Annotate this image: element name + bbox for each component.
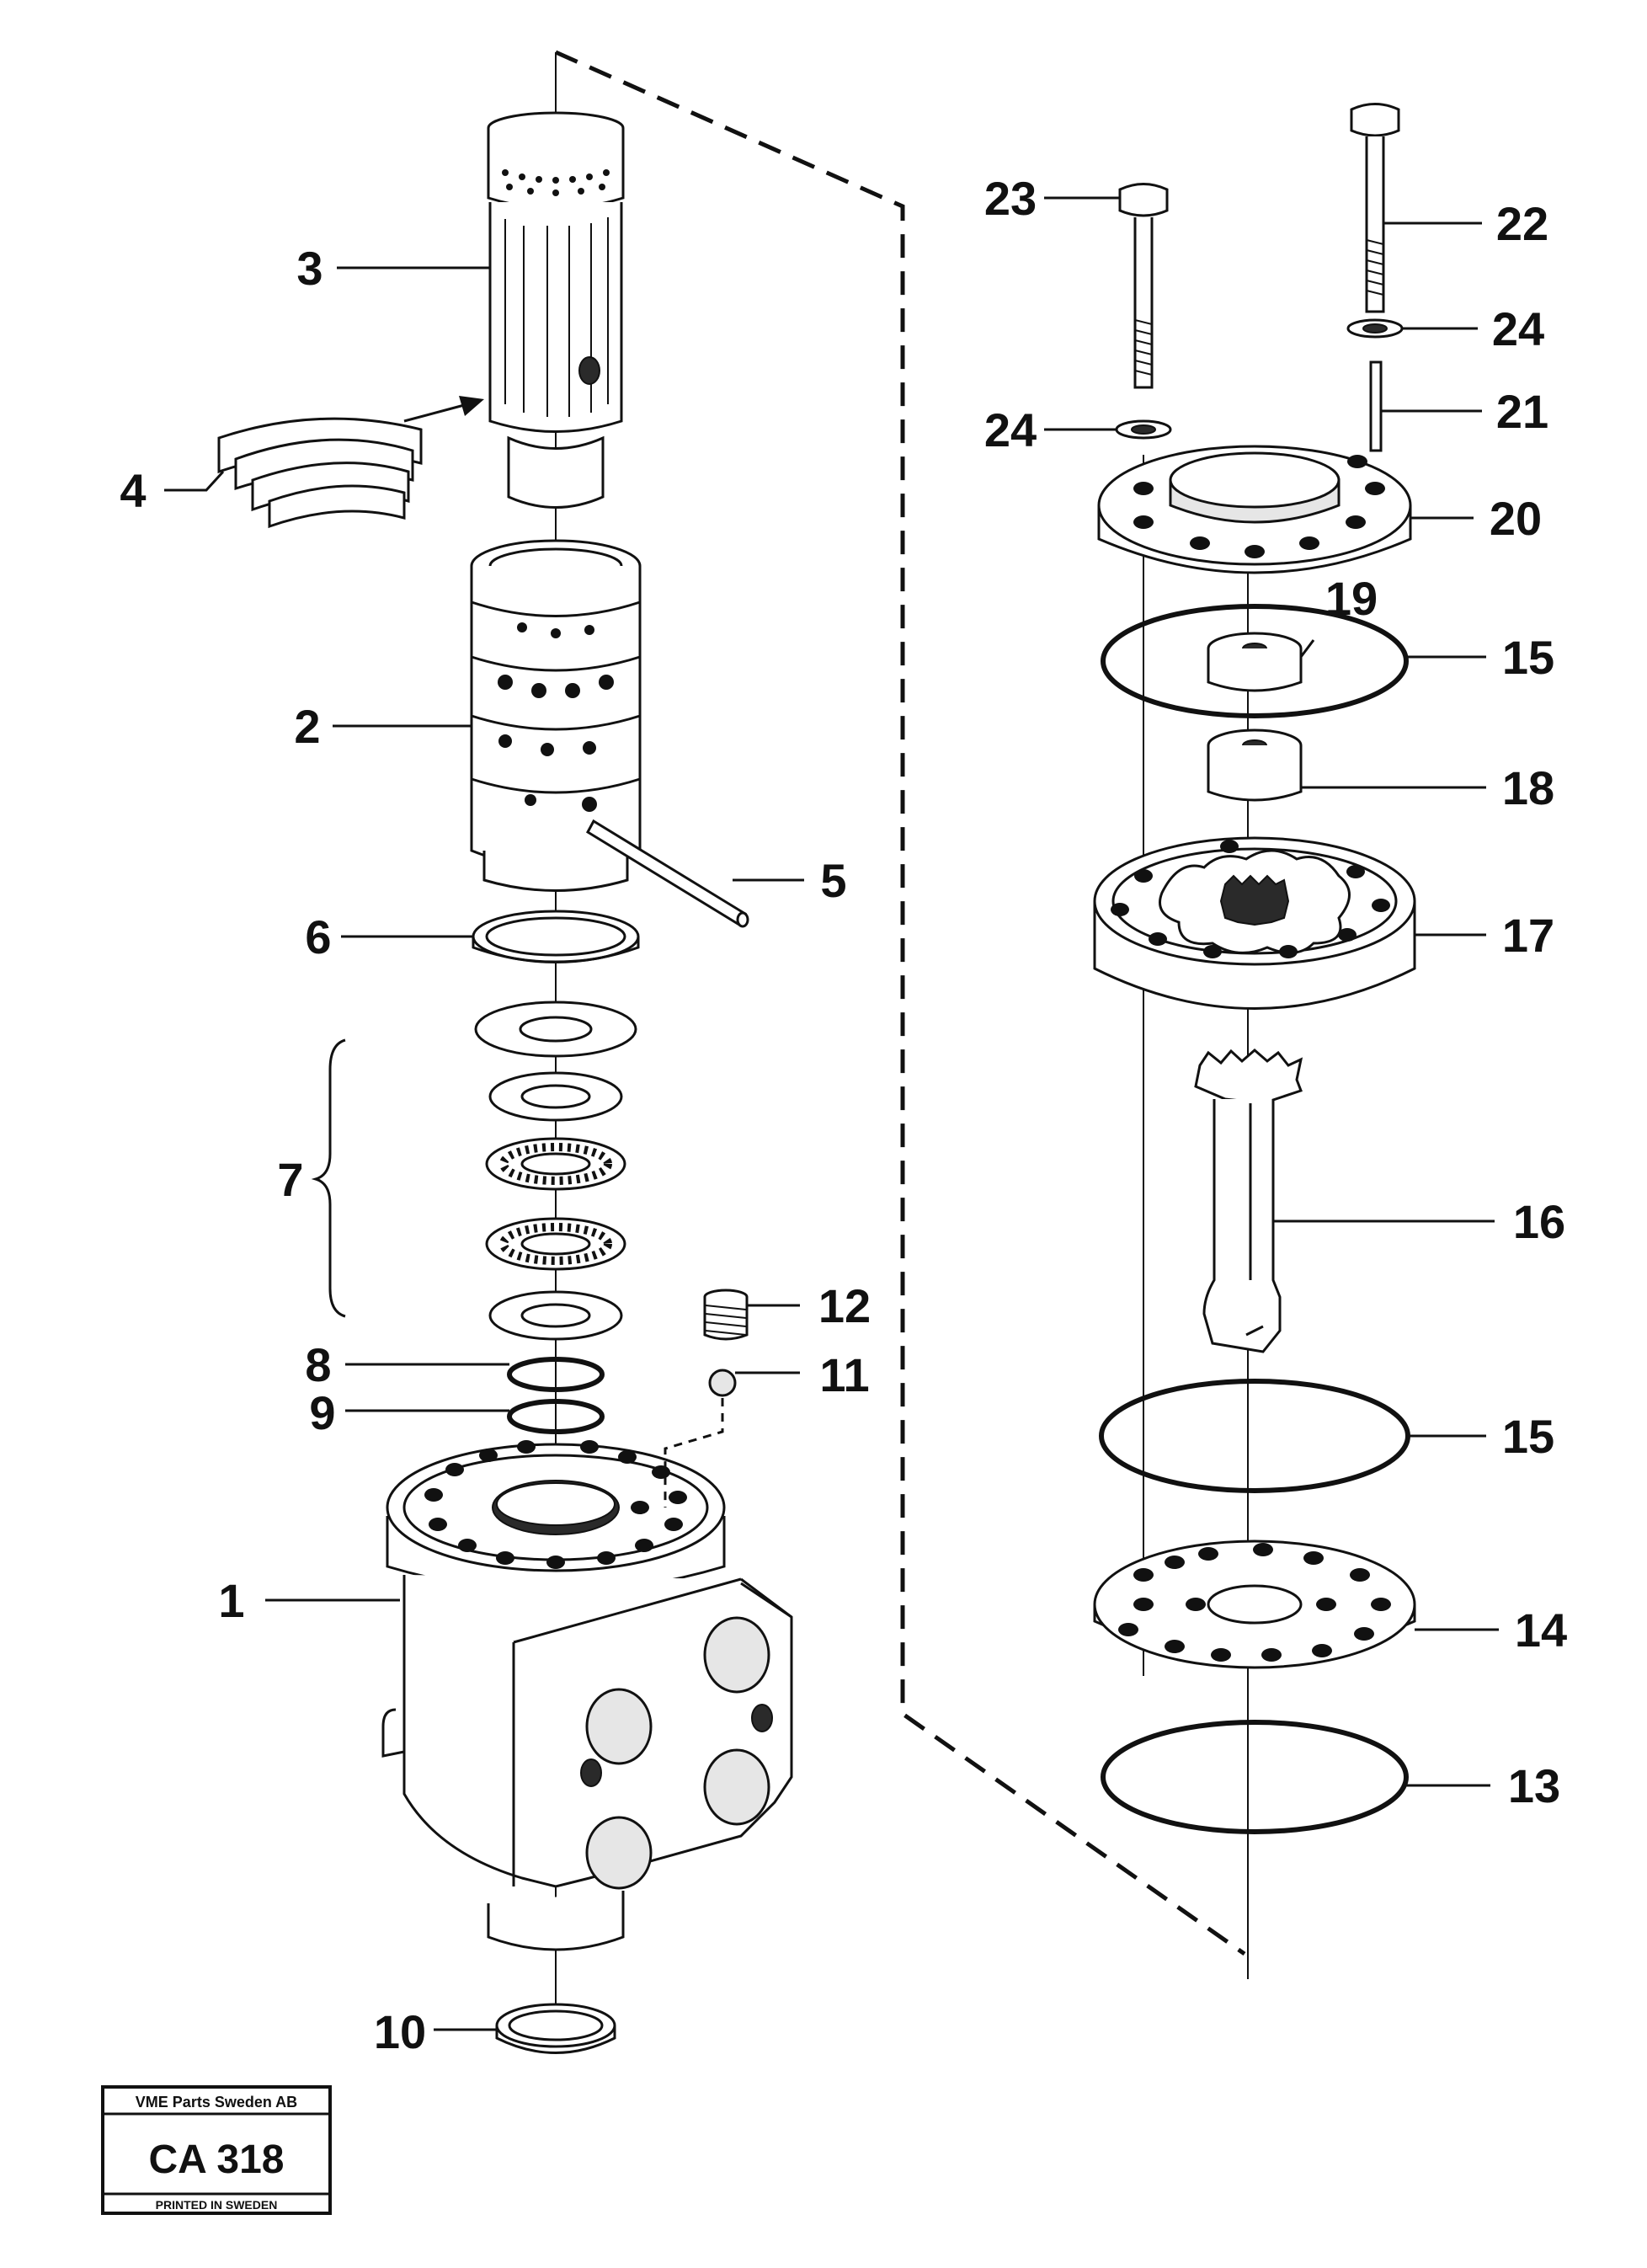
- label-part-12: 12: [818, 1279, 871, 1332]
- label-part-10: 10: [374, 2005, 426, 2058]
- part-1-housing: [381, 1440, 793, 1951]
- label-part-3: 3: [296, 242, 322, 295]
- part-13-ring: [1101, 1720, 1409, 1834]
- label-part-2: 2: [294, 700, 320, 753]
- part-18-spacer: [1207, 728, 1303, 802]
- identification-stamp: VME Parts Sweden AB CA 318 PRINTED IN SW…: [101, 2085, 332, 2215]
- part-14-plate: [1093, 1540, 1416, 1669]
- part-6-ring: [472, 910, 640, 963]
- part-21-pin: [1369, 360, 1383, 452]
- stamp-company: VME Parts Sweden AB: [136, 2094, 297, 2111]
- part-15-ring-upper: [1101, 604, 1409, 718]
- label-part-4: 4: [120, 464, 146, 517]
- part-23-bolt: [1118, 183, 1169, 389]
- part-8-ring: [507, 1357, 605, 1392]
- part-11-dashed-path: [664, 1398, 724, 1508]
- label-part-9: 9: [309, 1386, 335, 1439]
- part-4-leaf-springs: [217, 417, 423, 529]
- part-12-plug: [703, 1289, 749, 1341]
- label-part-1: 1: [218, 1574, 244, 1627]
- label-part-23: 23: [984, 172, 1037, 225]
- part-4-arrow-line: [403, 403, 468, 423]
- part-2-sleeve: [470, 539, 642, 892]
- part-10-seal: [495, 2003, 616, 2054]
- part-9-ring: [507, 1399, 605, 1434]
- part-20-end-cover: [1097, 445, 1412, 574]
- label-part-21: 21: [1496, 385, 1548, 438]
- label-part-8: 8: [305, 1338, 331, 1391]
- part-16-cardan-shaft: [1194, 1049, 1303, 1353]
- part-17-gear-set: [1093, 836, 1416, 1010]
- label-part-24-right: 24: [1492, 302, 1544, 355]
- label-part-18: 18: [1502, 761, 1554, 814]
- part-4-arrowhead: [459, 396, 484, 416]
- part-11-ball: [708, 1369, 737, 1397]
- label-part-6: 6: [305, 910, 331, 963]
- part-24-washer-left-hole: [1131, 424, 1156, 435]
- part-labels: 1 2 3 4 5 6 7 8 9 10 11 12 13 14 15 15 1…: [120, 172, 1567, 2058]
- label-part-7: 7: [277, 1153, 303, 1206]
- label-part-15-upper: 15: [1502, 631, 1554, 684]
- part-24-washer-right-hole: [1362, 323, 1388, 334]
- label-part-17: 17: [1502, 909, 1554, 962]
- label-part-11: 11: [819, 1348, 869, 1401]
- part-3-spool: [487, 111, 625, 509]
- label-part-24-left: 24: [984, 403, 1037, 456]
- part-5-pin: [586, 819, 749, 928]
- part-22-bolt: [1350, 103, 1400, 313]
- label-part-5: 5: [820, 854, 846, 907]
- part-15-ring-lower: [1099, 1379, 1410, 1493]
- label-part-22: 22: [1496, 197, 1548, 250]
- part-7-bearing-stack: [474, 1001, 637, 1341]
- label-part-20: 20: [1490, 492, 1542, 545]
- leader-19: [1299, 639, 1315, 658]
- label-part-13: 13: [1508, 1759, 1560, 1812]
- leader-4: [164, 470, 225, 492]
- part-7-brace: [311, 1038, 346, 1318]
- part-19-spacer: [1207, 632, 1303, 692]
- label-part-14: 14: [1515, 1604, 1567, 1657]
- label-part-15-lower: 15: [1502, 1410, 1554, 1463]
- label-part-16: 16: [1513, 1195, 1565, 1248]
- label-part-19: 19: [1325, 572, 1378, 625]
- stamp-printed: PRINTED IN SWEDEN: [156, 2198, 278, 2212]
- stamp-code: CA 318: [149, 2137, 285, 2182]
- assembly-dashed-outline: [554, 50, 1246, 1956]
- leader-lines: [164, 196, 1499, 2031]
